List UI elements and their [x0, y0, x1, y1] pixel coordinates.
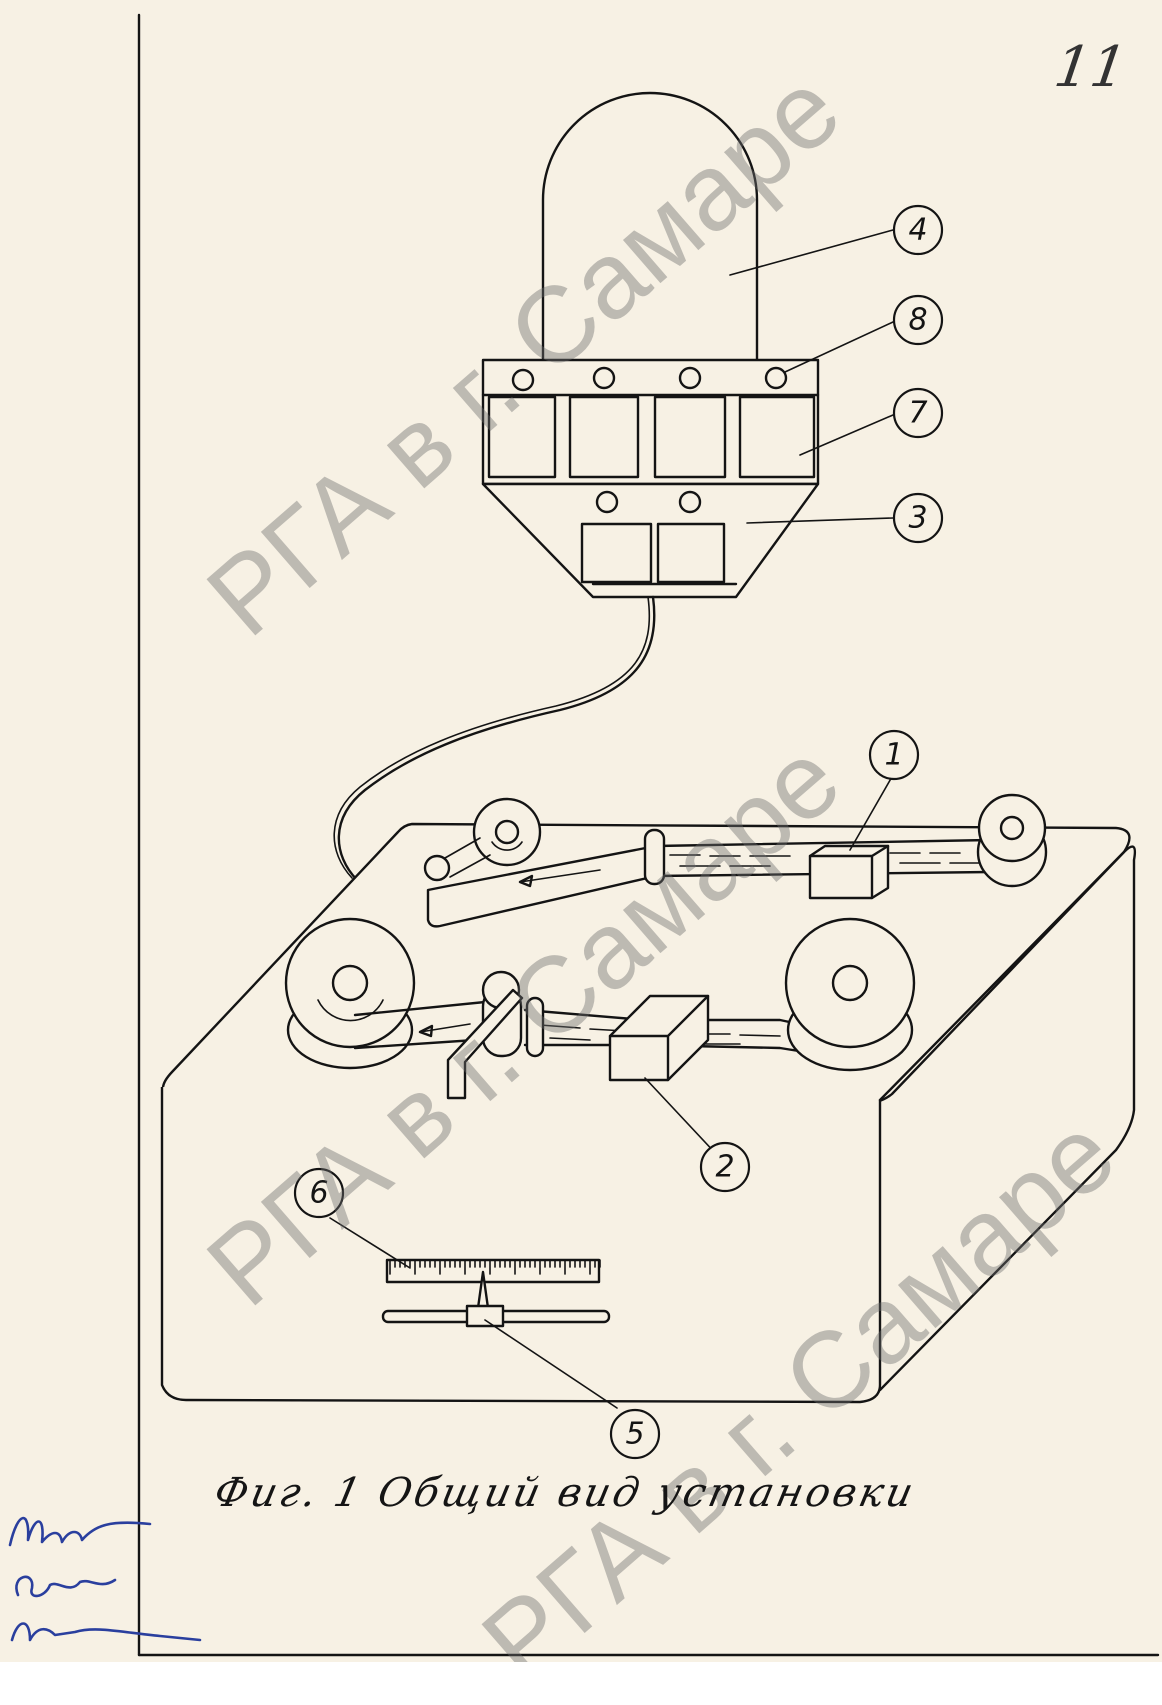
guide-roller [423, 854, 451, 882]
cabinet-side [878, 845, 1137, 1392]
knob [678, 490, 702, 514]
dome-cap [541, 91, 759, 362]
base-cabinet [160, 793, 1137, 1404]
leader-lines [329, 229, 894, 1409]
tape-pattern [669, 852, 986, 867]
knob [764, 366, 788, 390]
svg-text:6: 6 [309, 1176, 328, 1211]
measuring-scale [385, 1258, 601, 1284]
callout-1: 1 [868, 729, 920, 781]
upper-left-reel [472, 797, 542, 867]
block-2 [608, 994, 710, 1082]
svg-text:1: 1 [884, 738, 903, 773]
connecting-cable [337, 595, 656, 882]
callout-8: 8 [892, 294, 944, 346]
callout-3: 3 [892, 492, 944, 544]
callout-2: 2 [699, 1141, 751, 1193]
window [656, 522, 726, 584]
upper-panel [481, 358, 820, 486]
svg-text:4: 4 [908, 213, 927, 248]
lever-arm [446, 988, 524, 1100]
scale-ticks [389, 1259, 601, 1275]
callout-7: 7 [892, 387, 944, 439]
signatures [8, 1516, 202, 1642]
slider-carriage [465, 1304, 505, 1328]
guide-post [643, 828, 666, 886]
figure-caption: Фиг. 1 Общий вид установки [210, 1470, 920, 1516]
knob [595, 490, 619, 514]
window [568, 395, 640, 479]
knob [678, 366, 702, 390]
page-number: 11 [1050, 35, 1131, 100]
knob [511, 368, 535, 392]
svg-text:7: 7 [908, 396, 927, 431]
svg-text:3: 3 [908, 501, 927, 536]
svg-text:8: 8 [908, 303, 927, 338]
block-1 [808, 844, 890, 900]
callout-6: 6 [293, 1167, 345, 1219]
cabinet-front [160, 1087, 882, 1404]
svg-text:5: 5 [625, 1417, 644, 1452]
window [487, 395, 557, 479]
callout-4: 4 [892, 204, 944, 256]
scan-margin [0, 1662, 1162, 1700]
window [738, 395, 816, 479]
window [580, 522, 653, 584]
svg-text:2: 2 [715, 1150, 734, 1185]
instrument-head [481, 91, 820, 599]
knob [592, 366, 616, 390]
window [653, 395, 727, 479]
callout-5: 5 [609, 1408, 661, 1460]
